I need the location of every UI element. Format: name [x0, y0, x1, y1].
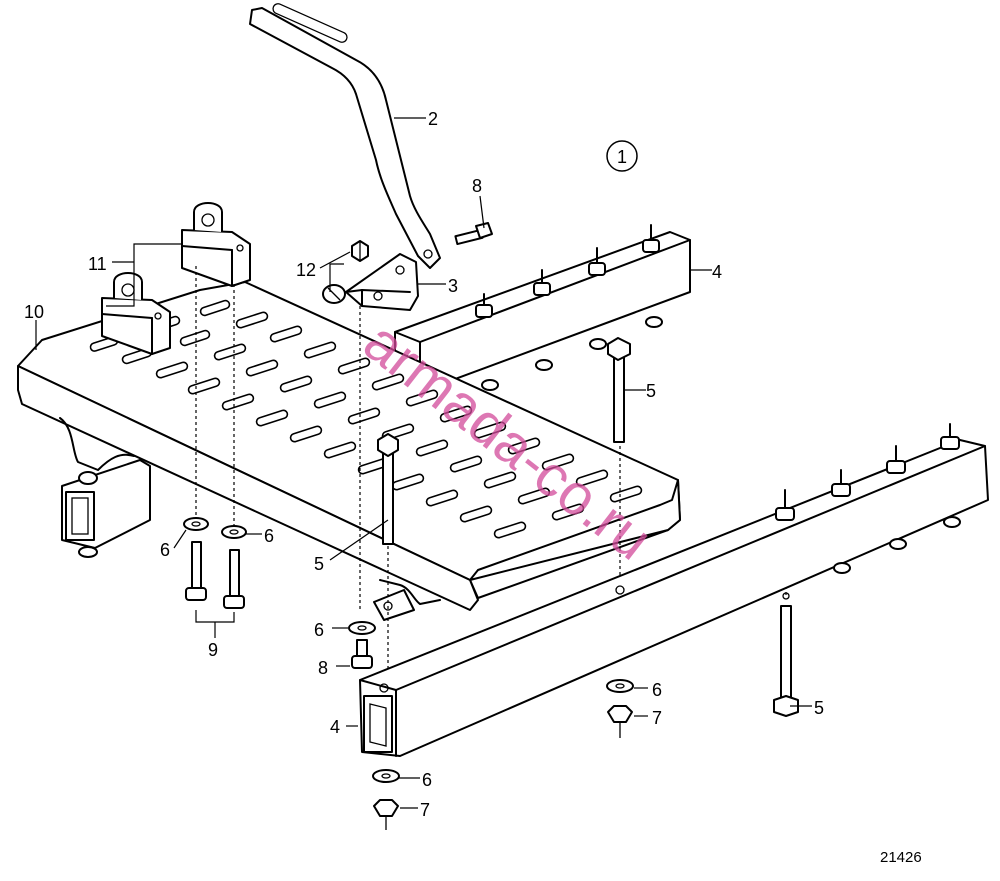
nut-12-side — [322, 284, 346, 304]
rear-rail-studs — [475, 224, 660, 318]
callout-5-front: 5 — [814, 698, 824, 718]
rear-rail-nuts — [481, 316, 663, 391]
callout-5-center: 5 — [314, 554, 324, 574]
washer-6-right — [606, 679, 634, 693]
callout-11: 11 — [88, 254, 107, 274]
callout-9: 9 — [208, 640, 218, 660]
nut-7-bottom — [373, 799, 399, 830]
front-rail-nuts — [833, 516, 961, 574]
leader-lines — [35, 117, 812, 809]
callout-6-right: 6 — [652, 680, 662, 700]
callout-5-rear: 5 — [646, 381, 656, 401]
callout-4-upper: 4 — [712, 262, 722, 282]
washer-6-bottom — [372, 769, 400, 783]
callout-6-left: 6 — [160, 540, 170, 560]
bracket-rear — [181, 202, 251, 287]
callout-8-lower: 8 — [318, 658, 328, 678]
washer-6-left-1 — [183, 517, 209, 531]
callout-6-left-right: 6 — [264, 526, 274, 546]
callout-10: 10 — [24, 302, 44, 322]
bolt-9-left — [185, 541, 207, 601]
platform — [17, 281, 681, 621]
callout-12: 12 — [296, 260, 316, 280]
angle-bracket — [345, 253, 419, 311]
nut-7-right — [607, 705, 633, 738]
callout-3: 3 — [448, 276, 458, 296]
circled-reference-ring — [606, 140, 638, 172]
bracket-front — [101, 272, 171, 355]
washer-6-left-2 — [221, 525, 247, 539]
rear-rail — [394, 224, 691, 393]
circled-reference-label: 1 — [617, 147, 627, 167]
assembly-lines — [195, 266, 787, 680]
bolt-5-center — [377, 433, 399, 545]
callout-4-lower: 4 — [330, 717, 340, 737]
nut-12-top — [351, 240, 369, 262]
front-rail — [359, 423, 989, 757]
callout-8-upper: 8 — [472, 176, 482, 196]
callout-2: 2 — [428, 109, 438, 129]
drawing-number: 21426 — [880, 849, 922, 866]
bolt-5-rear — [607, 337, 631, 443]
front-rail-studs — [775, 423, 960, 521]
bolt-8-upper — [454, 222, 493, 246]
washer-6-center — [348, 621, 376, 635]
bolt-5-front — [773, 605, 799, 717]
callout-6-center: 6 — [314, 620, 324, 640]
callout-6-bottom: 6 — [422, 770, 432, 790]
platform-slots — [89, 299, 643, 539]
bolt-8-lower — [351, 639, 373, 669]
callout-7-right: 7 — [652, 708, 662, 728]
bolt-9-right — [223, 549, 245, 609]
stay-arm — [249, 3, 441, 269]
callout-7-bottom: 7 — [420, 800, 430, 820]
left-rail-end — [61, 459, 151, 558]
